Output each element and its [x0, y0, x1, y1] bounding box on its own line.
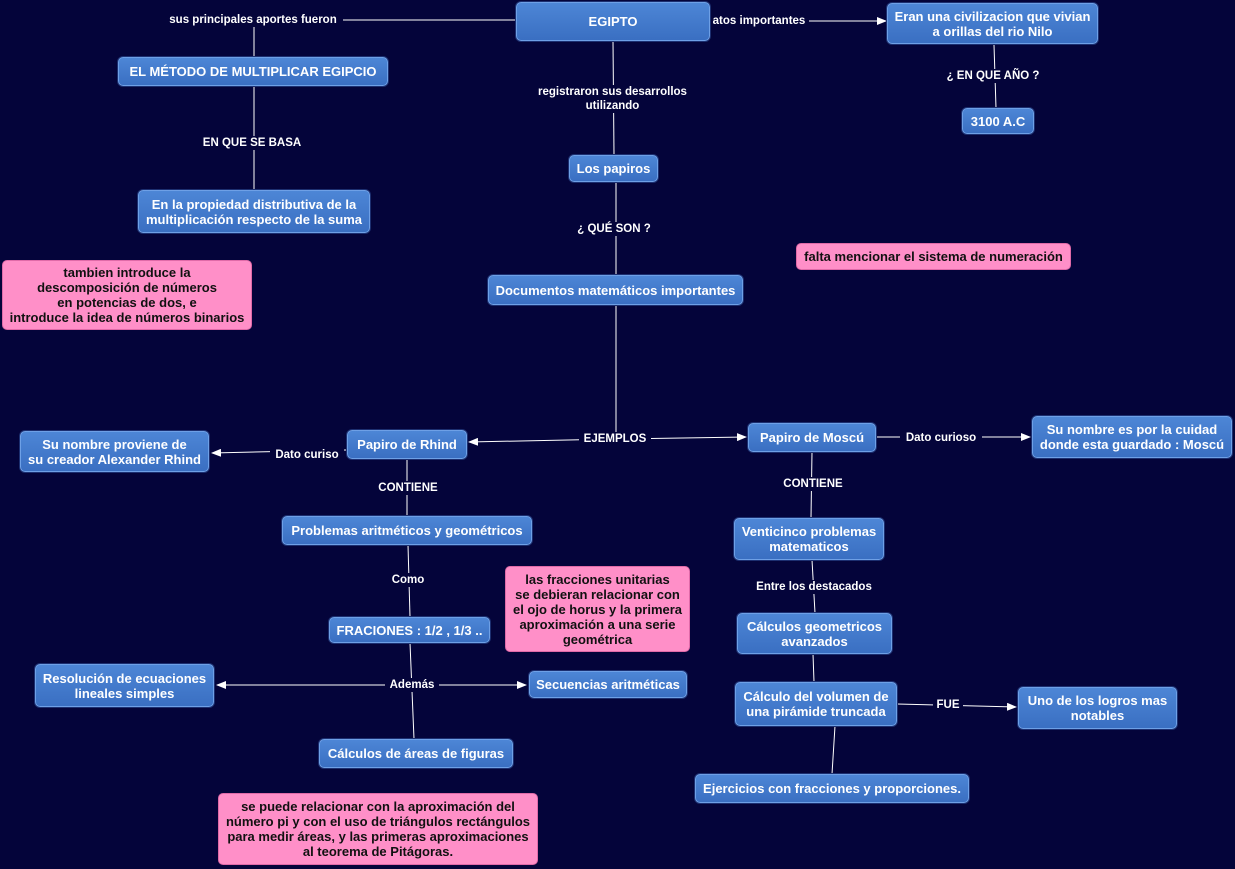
node-civilizacion-nilo[interactable]: Eran una civilizacion que vivian a orill…: [887, 3, 1098, 44]
link-label-ejemplos: EJEMPLOS: [579, 432, 651, 446]
node-creador-rhind[interactable]: Su nombre proviene de su creador Alexand…: [20, 431, 209, 472]
link-label-basa: EN QUE SE BASA: [196, 136, 308, 150]
node-cuidad-moscu[interactable]: Su nombre es por la cuidad donde esta gu…: [1032, 416, 1232, 458]
node-secuencias[interactable]: Secuencias aritméticas: [529, 671, 687, 698]
link-label-registraron: registraron sus desarrollos utilizando: [531, 85, 694, 113]
link-label-dato-curiso: Dato curiso: [270, 448, 344, 462]
link-label-aportes: sus principales aportes fueron: [163, 13, 343, 27]
note-ojo-horus[interactable]: las fracciones unitarias se debieran rel…: [505, 566, 690, 652]
link-label-datos: atos importantes: [709, 14, 809, 28]
node-propiedad-distributiva[interactable]: En la propiedad distributiva de la multi…: [138, 190, 370, 233]
link-label-que-son: ¿ QUÉ SON ?: [571, 222, 657, 236]
node-problemas-aritmeticos[interactable]: Problemas aritméticos y geométricos: [282, 516, 532, 545]
link-volumen-ejercicios: [831, 725, 836, 775]
node-logros[interactable]: Uno de los logros mas notables: [1018, 687, 1177, 729]
link-label-ademas: Además: [385, 678, 439, 692]
node-fraciones[interactable]: FRACIONES : 1/2 , 1/3 ..: [329, 617, 490, 643]
node-calculos-areas[interactable]: Cálculos de áreas de figuras: [319, 739, 513, 768]
link-label-como: Como: [386, 573, 430, 587]
node-anio[interactable]: 3100 A.C: [962, 108, 1034, 134]
note-sistema-numeracion[interactable]: falta mencionar el sistema de numeración: [796, 243, 1071, 270]
node-egipto[interactable]: EGIPTO: [516, 2, 710, 41]
node-papiro-rhind[interactable]: Papiro de Rhind: [347, 430, 467, 459]
link-label-fue: FUE: [933, 698, 963, 712]
node-venticinco-problemas[interactable]: Venticinco problemas matematicos: [734, 518, 884, 560]
note-numeros-binarios[interactable]: tambien introduce la descomposición de n…: [2, 260, 252, 330]
node-ejercicios-fracciones[interactable]: Ejercicios con fracciones y proporciones…: [695, 774, 969, 803]
node-calculos-geometricos[interactable]: Cálculos geometricos avanzados: [737, 613, 892, 654]
link-label-contiene-rhind: CONTIENE: [372, 481, 444, 495]
link-label-destacados: Entre los destacados: [749, 580, 879, 594]
node-ecuaciones[interactable]: Resolución de ecuaciones lineales simple…: [35, 664, 214, 707]
link-label-contiene-moscu: CONTIENE: [777, 477, 849, 491]
node-papiro-moscu[interactable]: Papiro de Moscú: [748, 423, 876, 452]
link-calcgeom-volumen: [812, 653, 815, 683]
node-volumen-piramide[interactable]: Cálculo del volumen de una pirámide trun…: [735, 682, 897, 726]
node-metodo-multiplicar[interactable]: EL MÉTODO DE MULTIPLICAR EGIPCIO: [118, 57, 388, 86]
node-papiros[interactable]: Los papiros: [569, 155, 658, 182]
link-label-en-que-ano: ¿ EN QUE AÑO ?: [940, 69, 1046, 83]
note-pitagoras[interactable]: se puede relacionar con la aproximación …: [218, 793, 538, 865]
node-documentos[interactable]: Documentos matemáticos importantes: [488, 275, 743, 305]
link-label-dato-curioso: Dato curioso: [900, 431, 982, 445]
